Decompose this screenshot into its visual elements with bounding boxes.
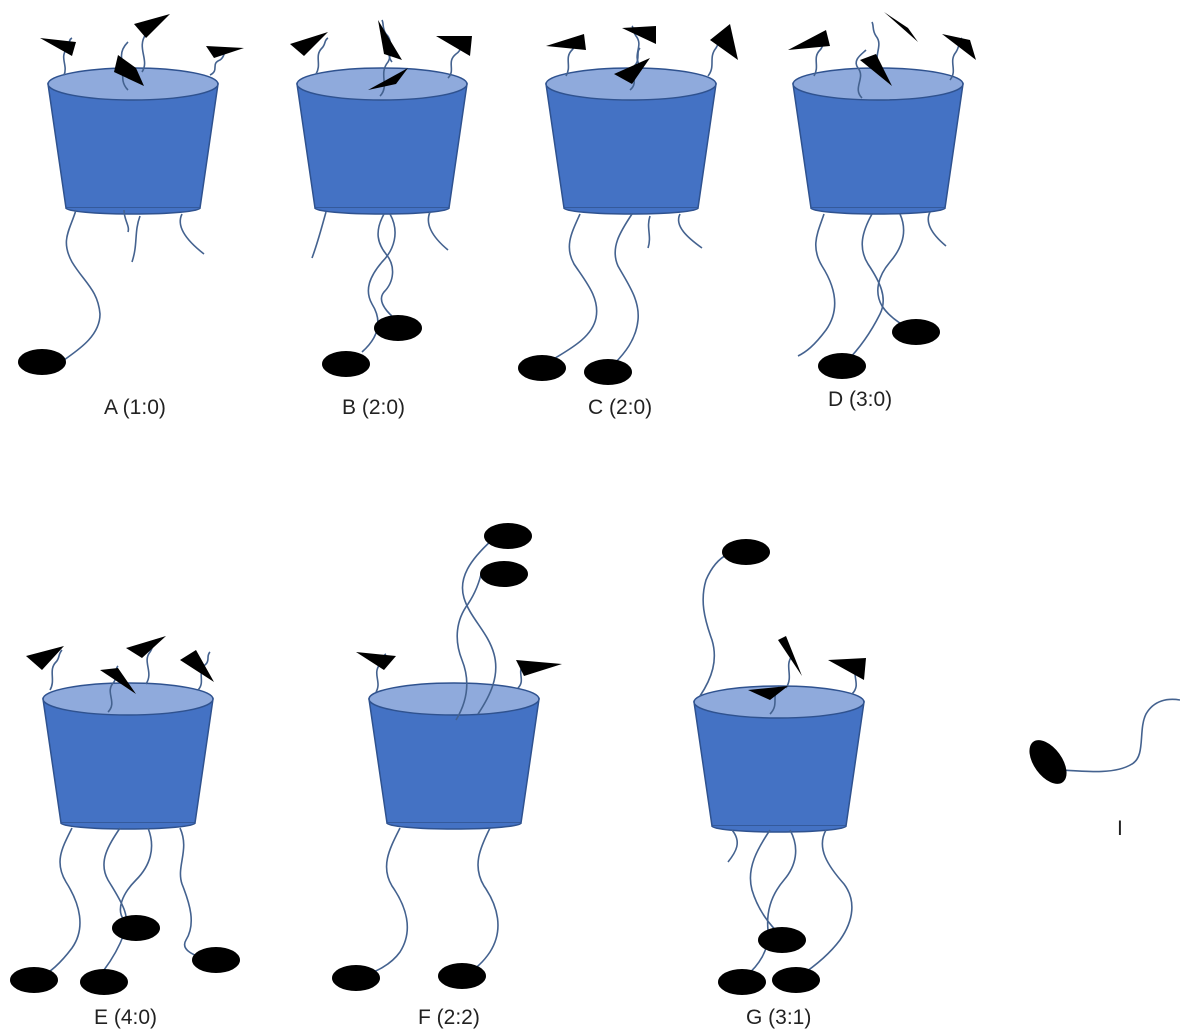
ball: [892, 319, 940, 345]
cup-d: [792, 67, 964, 215]
ball: [722, 539, 770, 565]
tag-marker: [860, 54, 892, 86]
panel-g: G (3:1): [693, 539, 866, 1029]
panel-label: A (1:0): [104, 396, 166, 419]
ball: [480, 561, 528, 587]
tag-marker: [942, 34, 976, 60]
tag-marker: [290, 32, 328, 56]
bottom-chains: [39, 827, 211, 979]
tag-marker: [614, 58, 650, 84]
cup-body: [296, 83, 468, 209]
cup-body: [368, 698, 540, 824]
panel-label: G (3:1): [746, 1006, 811, 1029]
cup-bottom: [65, 207, 201, 215]
tags: [748, 636, 866, 700]
free-chain: [1061, 698, 1180, 773]
cup-b: [296, 67, 468, 215]
bottom-chains: [727, 829, 853, 977]
tag-marker: [622, 26, 656, 44]
panel-label: I: [1117, 817, 1123, 840]
cup-top: [368, 682, 540, 716]
tag-marker: [126, 636, 166, 658]
cup-bottom: [810, 207, 946, 215]
cup-bottom: [60, 822, 196, 830]
ball: [772, 967, 820, 993]
tag-marker: [26, 646, 64, 670]
ball: [718, 969, 766, 995]
tags: [26, 636, 214, 694]
cup-body: [545, 83, 717, 209]
tags: [290, 20, 472, 90]
ball: [818, 353, 866, 379]
panel-label: B (2:0): [342, 396, 405, 419]
panel-b: B (2:0): [290, 19, 472, 419]
tag-marker: [378, 20, 402, 60]
tag-marker: [748, 686, 788, 700]
cup-body: [47, 83, 219, 209]
cup-bottom: [314, 207, 450, 215]
panel-c: C (2:0): [518, 24, 738, 419]
bottom-chains: [797, 211, 947, 363]
tag-marker: [206, 46, 244, 58]
tags: [788, 12, 976, 86]
cup-body: [42, 698, 214, 824]
cup-bottom: [711, 825, 847, 833]
ball: [192, 947, 240, 973]
tag-marker: [134, 14, 170, 38]
panel-f: F (2:2): [332, 523, 562, 1029]
ball: [322, 351, 370, 377]
tag-marker: [778, 636, 802, 676]
bottom-chains: [363, 827, 499, 977]
cup-bottom: [563, 207, 699, 215]
ball: [484, 523, 532, 549]
panel-label: C (2:0): [588, 396, 652, 419]
tag-marker: [436, 36, 472, 56]
cup-body: [792, 83, 964, 209]
cup-a: [47, 67, 219, 215]
panel-label: D (3:0): [828, 388, 892, 411]
cup-body: [693, 701, 865, 827]
cup-g: [693, 685, 865, 833]
panel-d: D (3:0): [788, 12, 976, 411]
panel-label: E (4:0): [94, 1006, 157, 1029]
tag-marker: [114, 55, 144, 86]
panel-e: E (4:0): [10, 636, 240, 1029]
panel-a: A (1:0): [18, 14, 244, 419]
ball: [18, 349, 66, 375]
ball: [374, 315, 422, 341]
ball: [112, 915, 160, 941]
ball: [518, 355, 566, 381]
cup-e: [42, 682, 214, 830]
tags: [546, 24, 738, 84]
tags: [40, 14, 244, 86]
ball: [332, 965, 380, 991]
tag-marker: [884, 12, 918, 42]
tag-marker: [710, 24, 738, 60]
tag-marker: [516, 660, 562, 676]
tag-marker: [100, 668, 136, 694]
tag-marker: [180, 650, 214, 682]
ball: [10, 967, 58, 993]
tag-marker: [828, 658, 866, 680]
tag-marker: [368, 68, 408, 90]
bottom-chains: [551, 213, 703, 365]
panel-label: F (2:2): [418, 1006, 480, 1029]
ball: [758, 927, 806, 953]
tag-marker: [546, 34, 586, 50]
ball: [1029, 740, 1067, 784]
bottom-chains: [63, 209, 205, 361]
tag-marker: [788, 30, 830, 50]
cup-bottom: [386, 822, 522, 830]
panel-i: I: [1029, 698, 1180, 840]
ball: [80, 969, 128, 995]
cup-f: [368, 682, 540, 830]
tag-marker: [40, 38, 76, 56]
ball: [584, 359, 632, 385]
ball: [438, 963, 486, 989]
tags: [356, 652, 562, 676]
tag-marker: [356, 652, 396, 670]
